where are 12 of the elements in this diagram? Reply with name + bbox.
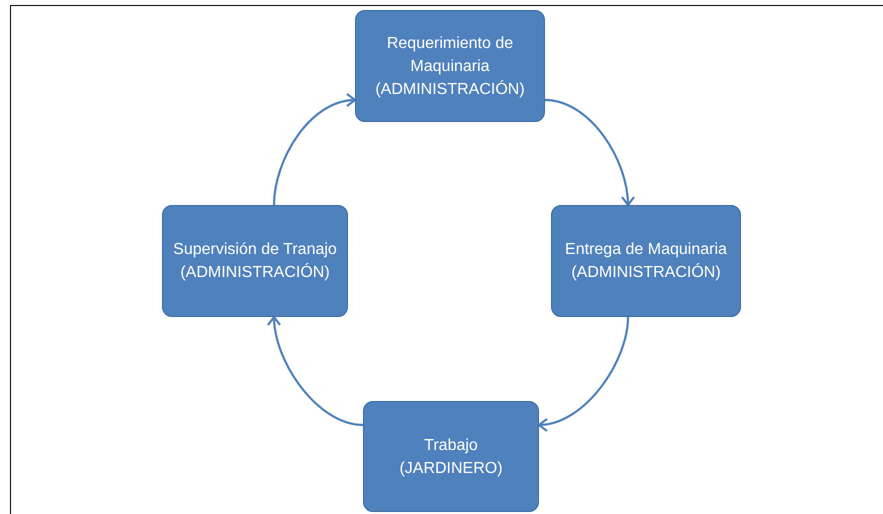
curved-arrow [268, 316, 364, 426]
box-label: Entrega de Maquinaria (ADMINISTRACIÓN) [564, 240, 728, 283]
process-box [355, 10, 545, 122]
curved-arrow [538, 316, 630, 432]
process-box [162, 205, 348, 317]
process-box [551, 205, 741, 317]
process-box [363, 401, 539, 512]
box-label: Requerimiento de Maquinaria (ADMINISTRACIÓN) [374, 34, 526, 100]
curved-arrow [272, 94, 356, 206]
box-label: Supervisión de Tranajo (ADMINISTRACIÓN) [172, 240, 338, 283]
curved-arrow [544, 98, 635, 206]
box-label: Trabajo (JARDINERO) [398, 436, 504, 478]
